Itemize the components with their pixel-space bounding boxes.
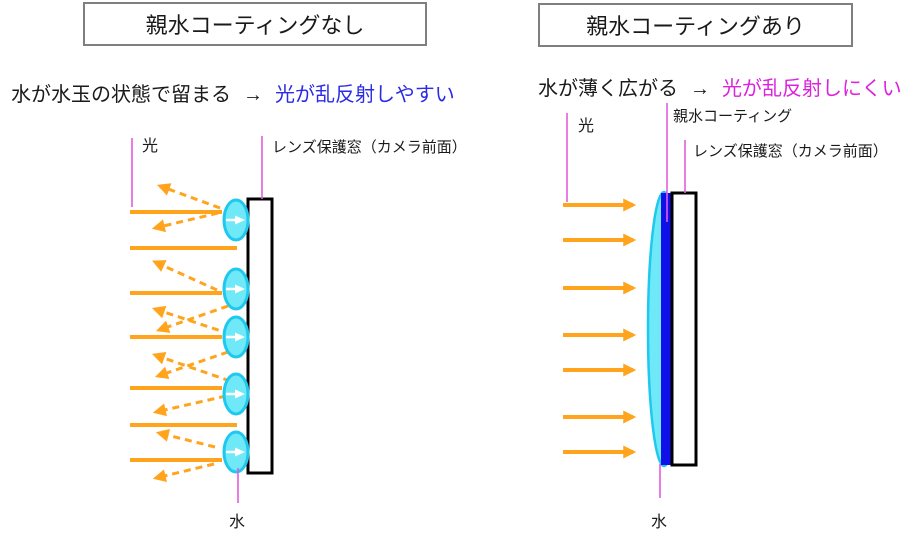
scattered-ray-arrow (152, 260, 218, 292)
light-label: 光 (142, 137, 158, 155)
light-label: 光 (578, 117, 594, 135)
right-arrow-glyph: → (243, 84, 263, 106)
scattered-ray-arrow (155, 429, 216, 449)
right-panel-title-box: 親水コーティングあり (538, 3, 853, 47)
right-subtitle: 水が薄く広がる → 光が乱反射しにくい (538, 72, 902, 101)
right-panel-title: 親水コーティングあり (586, 14, 805, 39)
left-panel-title-box: 親水コーティングなし (83, 2, 427, 46)
right-arrow-glyph: → (690, 78, 710, 100)
water-label: 水 (229, 513, 245, 531)
left-diagram: 光 レンズ保護窓（カメラ前面） 水 (130, 136, 467, 531)
right-subtitle-plain: 水が薄く広がる (538, 78, 678, 100)
scattered-ray-arrow (152, 394, 227, 417)
scattered-ray-arrow (151, 211, 219, 233)
droplet-refraction-arrows (226, 215, 245, 457)
lens-protection-window (670, 191, 698, 467)
right-diagram: 光 親水コーティング レンズ保護窓（カメラ前面） 水 (563, 103, 888, 531)
left-subtitle-highlight: 光が乱反射しやすい (275, 84, 455, 106)
scattered-ray-arrow (151, 352, 231, 383)
window-label: レンズ保護窓（カメラ前面） (272, 138, 467, 156)
right-subtitle-highlight: 光が乱反射しにくい (722, 78, 902, 100)
left-subtitle: 水が水玉の状態で留まる → 光が乱反射しやすい (11, 78, 455, 107)
lens-protection-window (246, 197, 274, 475)
left-panel-title: 親水コーティングなし (145, 13, 365, 38)
coating-label: 親水コーティング (673, 108, 792, 125)
water-label: 水 (651, 513, 667, 531)
window-label: レンズ保護窓（カメラ前面） (693, 142, 888, 160)
hydrophilic-coating-layer (661, 193, 672, 465)
left-subtitle-plain: 水が水玉の状態で留まる (11, 84, 231, 106)
scattered-ray-arrow (156, 183, 221, 210)
scattered-ray-arrow (155, 304, 229, 333)
scattered-ray-arrow (152, 462, 215, 483)
scattered-ray-arrow (151, 305, 231, 336)
scattered-ray-arrow (154, 350, 229, 379)
